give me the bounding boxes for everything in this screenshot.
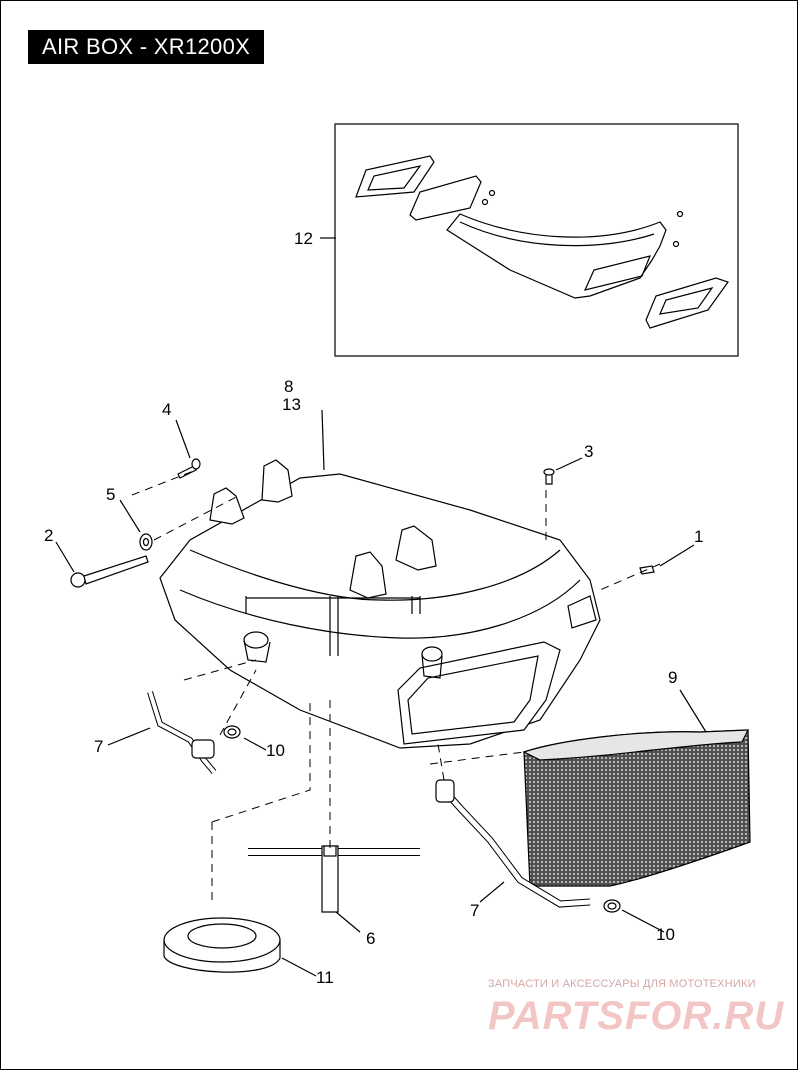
leader-lines (55, 237, 707, 977)
callout-2: 2 (44, 526, 53, 545)
t-fitting (248, 845, 420, 913)
hose-clamp-right (603, 899, 621, 913)
air-box-body (159, 459, 601, 749)
breather-hose-right (435, 779, 591, 908)
hose-clamp-left (223, 725, 241, 739)
screw-right (543, 468, 555, 485)
callout-labels: 2 5 4 8 13 3 1 12 9 7 10 7 10 6 11 (44, 229, 703, 987)
callout-10-left: 10 (266, 741, 285, 760)
callout-9: 9 (668, 668, 677, 687)
callout-6: 6 (366, 929, 375, 948)
callout-12: 12 (294, 229, 313, 248)
callout-10-right: 10 (656, 925, 675, 944)
breather-hose-left (147, 691, 217, 774)
callout-3: 3 (584, 442, 593, 461)
callout-7-right: 7 (470, 901, 479, 920)
callout-7-left: 7 (94, 737, 103, 756)
assembly-lines (131, 469, 661, 900)
watermark-brand: PARTSFOR.RU (488, 994, 785, 1038)
callout-13: 13 (282, 395, 301, 414)
air-filter (522, 729, 751, 887)
callout-5: 5 (106, 485, 115, 504)
callout-4: 4 (162, 400, 171, 419)
screw-top (177, 458, 201, 479)
callout-1: 1 (694, 527, 703, 546)
seal-ring (163, 917, 281, 973)
callout-11: 11 (316, 968, 334, 987)
diagram-title: AIR BOX - XR1200X (28, 30, 265, 64)
bolt-long (70, 555, 149, 588)
cover-kit-inset (334, 123, 739, 357)
watermark-tagline: ЗАПЧАСТИ И АКСЕССУАРЫ ДЛЯ МОТОТЕХНИКИ (488, 978, 756, 990)
callout-8: 8 (284, 377, 293, 396)
washer (139, 533, 153, 551)
